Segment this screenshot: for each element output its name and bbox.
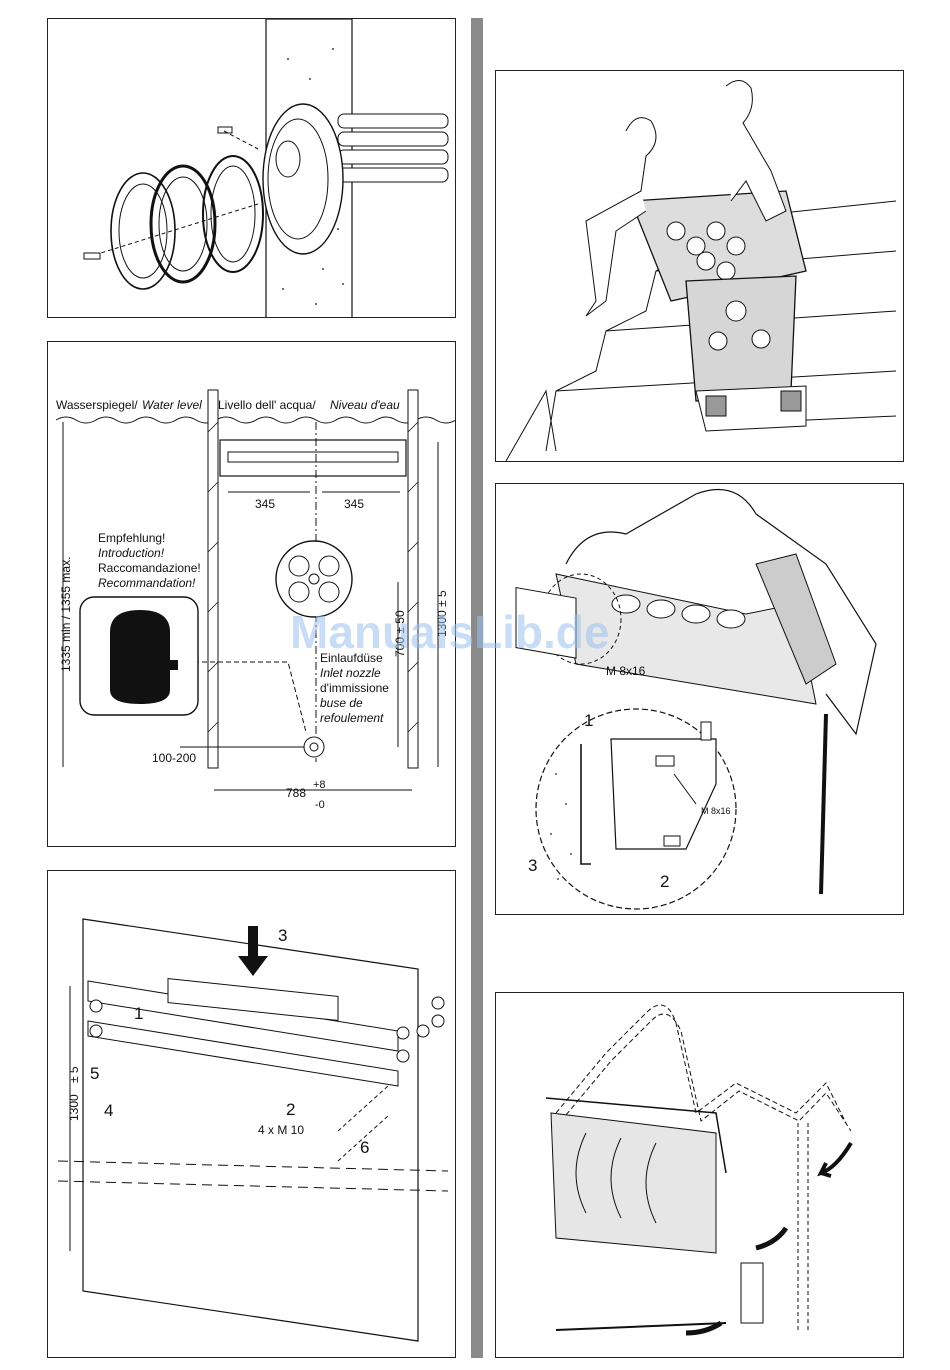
bracket-illustration: M 8x16 M 8x16 1 2 3 <box>515 488 877 910</box>
curved-arrow-icon <box>817 1141 853 1178</box>
page-divider <box>471 18 483 1358</box>
rail-label-3: 3 <box>278 926 287 945</box>
tol-minus-text: -0 <box>315 799 325 811</box>
screws-text: 4 x M 10 <box>258 1123 304 1137</box>
bracket-label-3: 3 <box>528 856 537 875</box>
rail-label-2: 2 <box>286 1100 295 1119</box>
filter-tank-icon <box>110 610 170 704</box>
panel-stairs-carrying <box>495 70 904 462</box>
panel-tilt-installation <box>495 992 904 1358</box>
screw-label-text: M 8x16 <box>606 664 646 678</box>
nozzle-it2-text: buse de <box>320 696 363 710</box>
panel-dimension-drawing: Wasserspiegel/ Water level Livello dell'… <box>47 341 456 847</box>
bracket-label-2: 2 <box>660 872 669 891</box>
bracket-label-1: 1 <box>584 711 593 730</box>
panel-bracket-detail: M 8x16 M 8x16 1 2 3 <box>495 483 904 915</box>
rec-en-text: Introduction! <box>98 546 165 560</box>
nozzle-en-text: Inlet nozzle <box>320 666 381 680</box>
rec-de-text: Empfehlung! <box>98 531 165 545</box>
nozzle-de-text: Einlaufdüse <box>320 651 383 665</box>
nozzle-it1-text: d'immissione <box>320 681 389 695</box>
arrow-down-icon <box>238 926 268 976</box>
rail-label-6: 6 <box>360 1138 369 1157</box>
rec-it-text: Raccomandazione! <box>98 561 201 575</box>
tol-plus-text: +8 <box>313 779 326 791</box>
panel-rail-mounting: 3 1 5 4 2 4 x M 10 6 1300 ± 5 <box>47 870 456 1358</box>
tol-rail-text: ± 5 <box>67 1066 81 1083</box>
screw-label-small-text: M 8x16 <box>701 806 731 816</box>
dimension-illustration: Wasserspiegel/ Water level Livello dell'… <box>55 389 455 811</box>
curved-arrow-icon-2 <box>755 1226 789 1251</box>
rail-label-4: 4 <box>104 1101 113 1120</box>
dim-788-text: 788 <box>286 786 306 800</box>
dim-left-text: 345 <box>255 497 275 511</box>
rail-label-5: 5 <box>90 1064 99 1083</box>
rec-fr-text: Recommandation! <box>98 576 196 590</box>
flange-illustration <box>83 19 449 317</box>
rail-label-1: 1 <box>134 1004 143 1023</box>
rail-illustration: 3 1 5 4 2 4 x M 10 6 1300 ± 5 <box>57 918 449 1342</box>
niveau-fr-text: Niveau d'eau <box>330 398 400 412</box>
panel-flange-assembly <box>47 18 456 318</box>
dim-1300-rail-text: 1300 <box>67 1094 81 1121</box>
water-level-en-text: Water level <box>142 398 202 412</box>
dim-100-200-text: 100-200 <box>152 751 196 765</box>
livello-it-text: Livello dell' acqua/ <box>218 398 316 412</box>
dim-700-text: 700 ± 50 <box>393 610 407 657</box>
stairs-illustration <box>505 80 897 461</box>
curved-arrow-icon-3 <box>685 1320 723 1336</box>
dim-1300-text: 1300 ± 5 <box>435 590 449 637</box>
nozzle-fr-text: refoulement <box>320 711 384 725</box>
tilt-illustration <box>545 1004 853 1336</box>
dim-right-text: 345 <box>344 497 364 511</box>
dim-height-text: 1335 min / 1355 max. <box>59 557 73 672</box>
water-level-de-text: Wasserspiegel/ <box>56 398 138 412</box>
